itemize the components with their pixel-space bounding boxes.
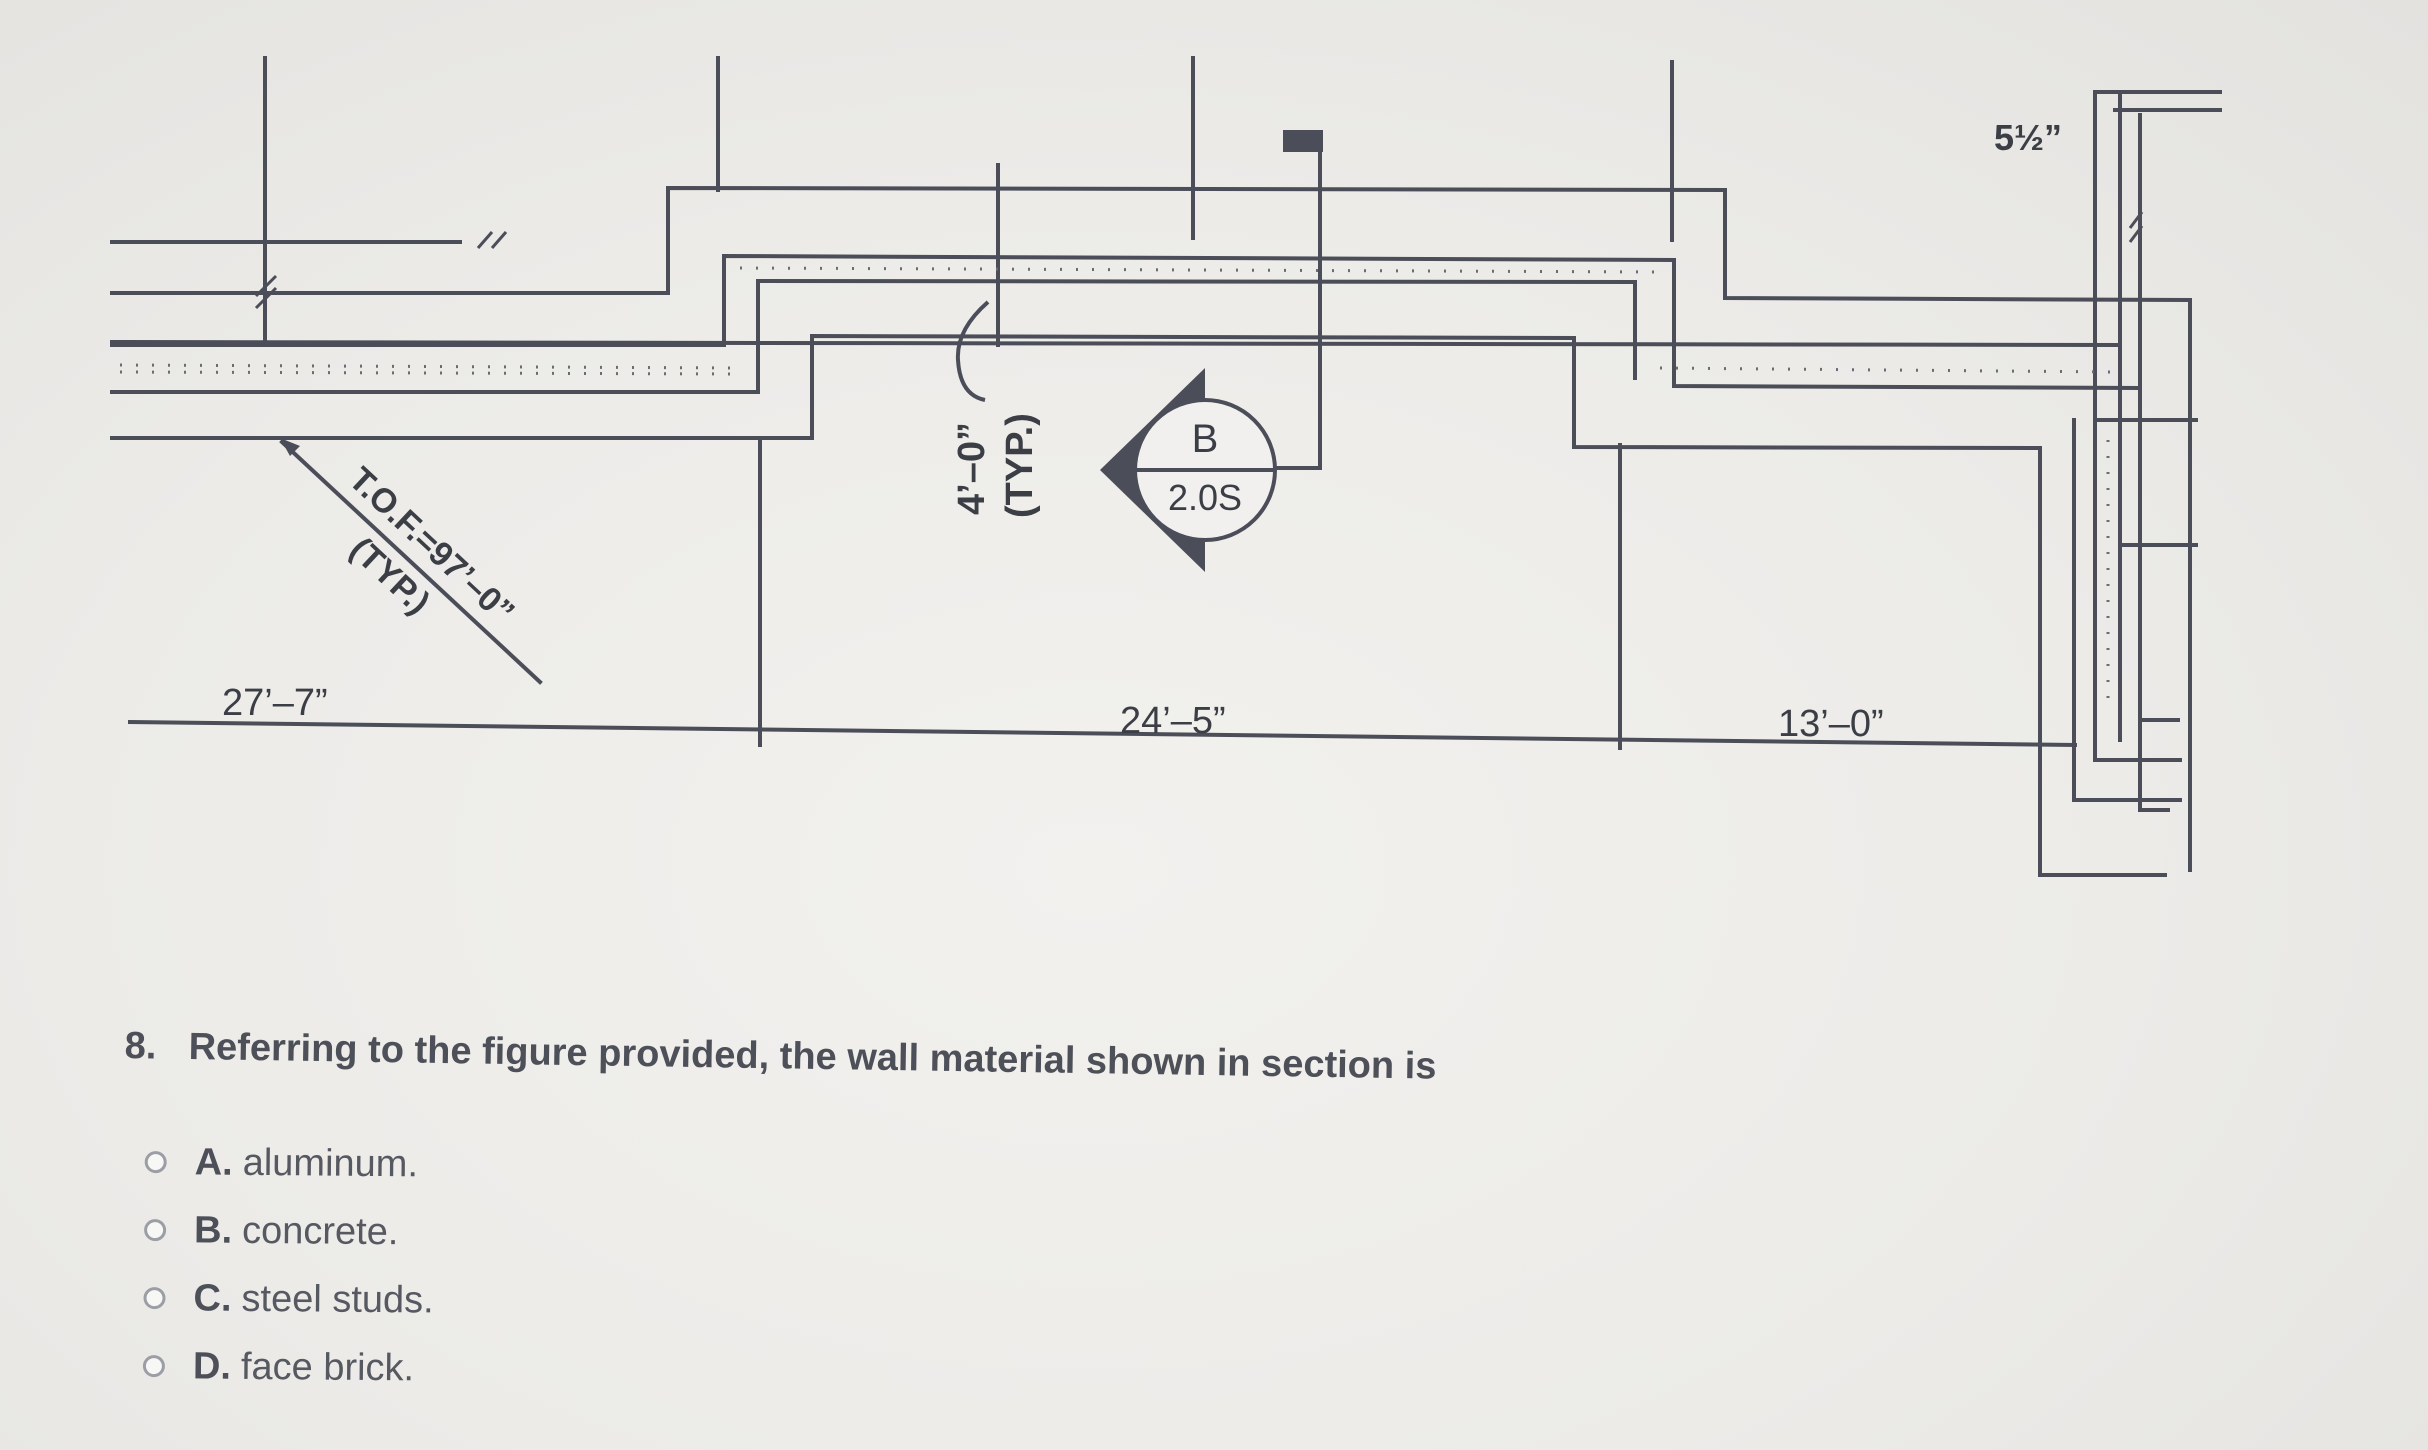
concrete-hatch: [1659, 366, 2116, 374]
question: 8. Referring to the figure provided, the …: [124, 1025, 1724, 1093]
wall-line: [110, 253, 2170, 812]
option-text: steel studs.: [241, 1277, 434, 1322]
radio-icon[interactable]: [144, 1150, 167, 1174]
radio-icon[interactable]: [142, 1354, 166, 1378]
option-letter: D.: [192, 1344, 232, 1388]
section-marker: B 2.0S: [1100, 368, 1277, 572]
option-a[interactable]: A. aluminum.: [144, 1128, 435, 1199]
concrete-hatch: [739, 266, 1661, 274]
answer-options: A. aluminum. B. concrete. C. steel studs…: [142, 1128, 436, 1403]
question-number: 8.: [124, 1025, 157, 1068]
wall-line: [110, 278, 1637, 394]
break-mark: [2128, 211, 2144, 243]
option-c[interactable]: C. steel studs.: [143, 1264, 434, 1335]
dimension-top: 5½”: [1994, 117, 2062, 158]
dimension-line: [127, 719, 2078, 748]
wall-line: [109, 339, 2123, 348]
section-tab: [1283, 130, 1323, 152]
section-letter: B: [1192, 417, 1219, 461]
option-text: face brick.: [240, 1345, 415, 1389]
leader-arrowhead: [280, 438, 300, 456]
spacing-note: (TYP.): [999, 413, 1041, 518]
tof-leader: [279, 439, 543, 685]
foundation-plan-figure: B 2.0S 4’–0” (TYP.) T.O.F.=97’–0” (TYP.)…: [109, 56, 2222, 877]
option-d[interactable]: D. face brick.: [142, 1332, 434, 1403]
break-mark: [254, 274, 278, 310]
option-letter: C.: [193, 1276, 232, 1320]
concrete-hatch: [119, 370, 741, 376]
wall-line: [110, 185, 2192, 872]
dimension-right: 13’–0”: [1778, 703, 1884, 745]
option-b[interactable]: B. concrete.: [144, 1196, 435, 1267]
wall-line: [2072, 418, 2182, 802]
spacing-arc: [955, 300, 990, 402]
spacing-label: 4’–0”: [951, 422, 993, 515]
option-letter: A.: [194, 1140, 233, 1184]
option-letter: B.: [193, 1208, 233, 1252]
option-text: concrete.: [241, 1209, 399, 1253]
wall-line: [110, 333, 2167, 877]
section-sheet: 2.0S: [1168, 477, 1242, 518]
wall-line: [2138, 113, 2180, 722]
dimension-left: 27’–7”: [222, 682, 328, 724]
radio-icon[interactable]: [144, 1218, 167, 1242]
break-mark: [476, 231, 508, 249]
concrete-hatch: [119, 363, 741, 370]
dimension-mid: 24’–5”: [1120, 700, 1226, 742]
radio-icon[interactable]: [143, 1286, 166, 1310]
question-text: Referring to the figure provided, the wa…: [188, 1026, 1437, 1088]
wall-line: [2093, 93, 2182, 762]
option-text: aluminum.: [242, 1141, 419, 1185]
